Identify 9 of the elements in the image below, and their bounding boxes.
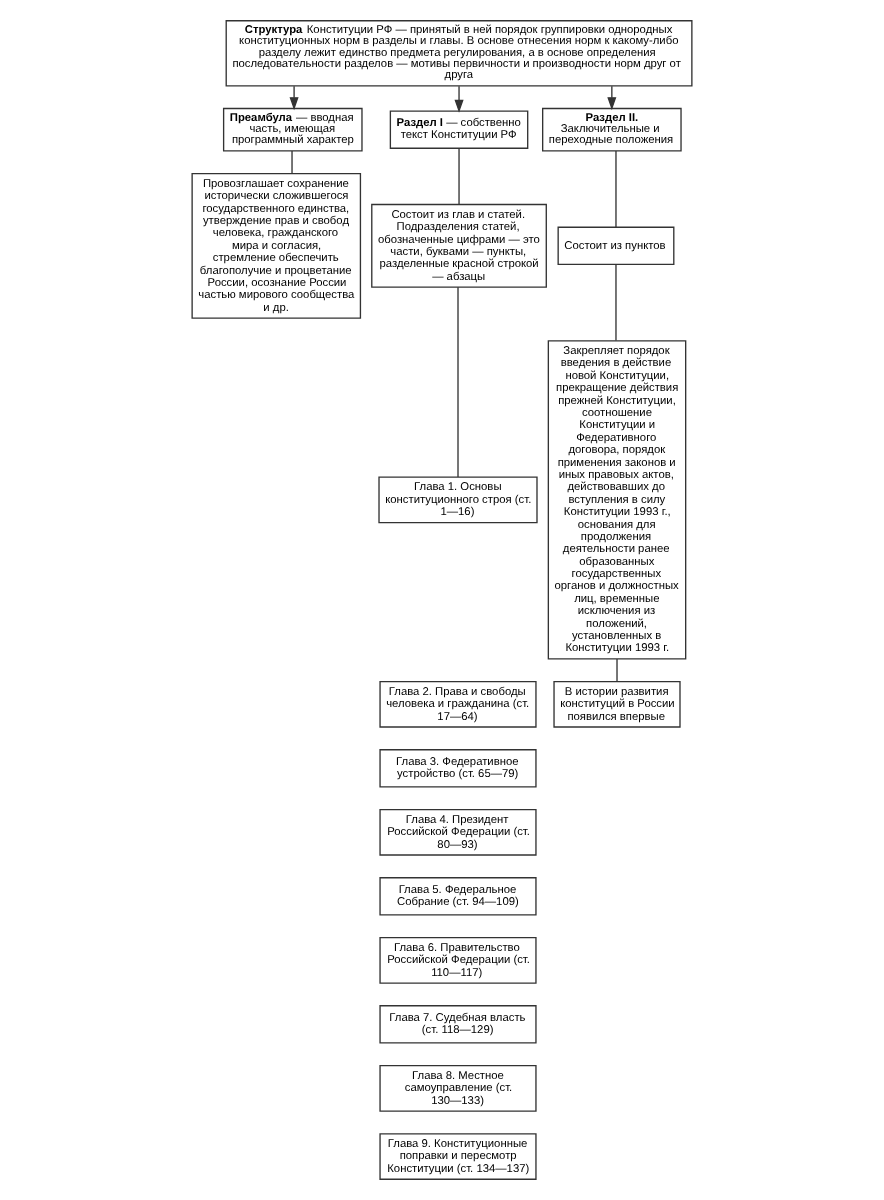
connector <box>291 150 293 174</box>
connector <box>616 658 618 682</box>
connector <box>615 150 617 228</box>
arrow <box>607 85 617 111</box>
connector <box>615 263 617 342</box>
connector <box>457 286 459 478</box>
arrow <box>289 85 299 111</box>
connector <box>458 147 460 205</box>
arrow <box>454 85 464 113</box>
